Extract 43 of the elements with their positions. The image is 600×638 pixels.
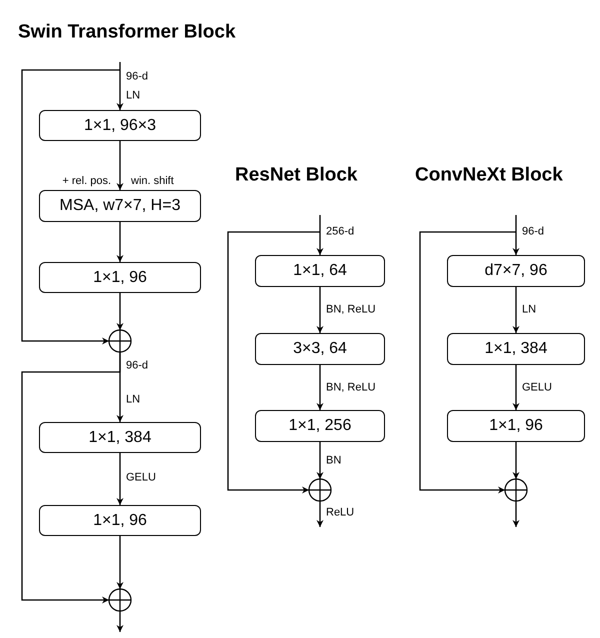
block-title: ResNet Block [235, 166, 358, 186]
process-box: 1×1, 96 [447, 410, 585, 442]
arrow [512, 287, 520, 333]
arrow [316, 501, 324, 527]
process-box: MSA, w7×7, H=3 [39, 190, 201, 222]
sum-circle [108, 588, 132, 612]
arrow [419, 231, 516, 494]
arrow [116, 611, 124, 632]
process-box: 1×1, 96 [39, 262, 201, 293]
arrow [21, 69, 120, 344]
sum-circle [108, 329, 132, 353]
arrow [116, 293, 124, 330]
process-box: 3×3, 64 [255, 333, 385, 365]
process-box: d7×7, 96 [447, 255, 585, 287]
process-box: 1×1, 384 [39, 422, 201, 453]
arrow [316, 365, 324, 410]
arrow [116, 453, 124, 505]
sum-circle [504, 478, 528, 502]
process-box: 1×1, 96×3 [39, 110, 201, 141]
arrow [316, 442, 324, 479]
sum-circle [308, 478, 332, 502]
arrow [116, 62, 124, 110]
arrow [316, 287, 324, 333]
arrow [21, 352, 121, 604]
process-box: 1×1, 384 [447, 333, 585, 365]
arrow [512, 215, 520, 255]
arrow [512, 501, 520, 527]
arrow [316, 215, 324, 255]
arrow [116, 141, 124, 190]
edge-label: BN, ReLU [325, 382, 377, 394]
process-box: 1×1, 64 [255, 255, 385, 287]
block-title: ConvNeXt Block [415, 166, 563, 186]
process-box: 1×1, 96 [39, 505, 201, 536]
arrow [512, 365, 520, 410]
annotation-text: win. shift [130, 174, 175, 188]
annotation-text: + rel. pos. [61, 174, 112, 188]
arrow [116, 222, 124, 262]
arrow [227, 231, 320, 494]
process-box: 1×1, 256 [255, 410, 385, 442]
arrow [116, 536, 124, 589]
block-title: Swin Transformer Block [18, 22, 236, 44]
edge-label: BN, ReLU [325, 304, 377, 316]
arrow [512, 442, 520, 479]
